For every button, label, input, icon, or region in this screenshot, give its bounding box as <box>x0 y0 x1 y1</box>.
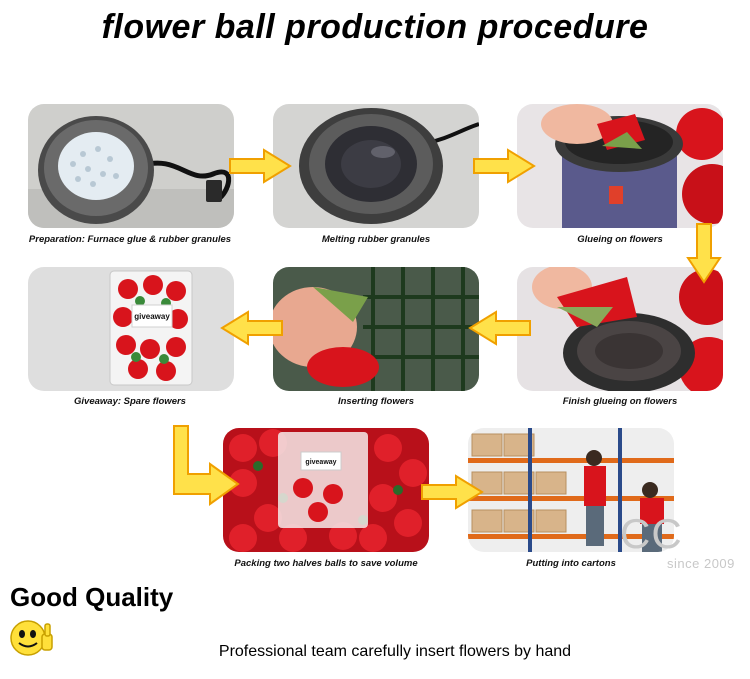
photo-melting <box>273 104 479 228</box>
arrow-elbow <box>173 425 240 506</box>
arrow-right-3 <box>421 474 484 510</box>
caption-cartons: Putting into cartons <box>526 558 616 569</box>
arrow-right-1 <box>229 148 292 184</box>
photo-packing: giveaway <box>223 428 429 552</box>
bag-label-2: giveaway <box>305 459 336 466</box>
photo-glueing <box>517 104 723 228</box>
caption-inserting: Inserting flowers <box>337 396 414 407</box>
arrow-down-1 <box>686 223 722 284</box>
caption-preparation: Preparation: Furnace glue & rubber granu… <box>28 234 232 245</box>
smiley-thumbs-up-icon <box>10 620 53 656</box>
caption-giveaway: Giveaway: Spare flowers <box>74 396 186 407</box>
photo-cartons <box>468 428 674 552</box>
photo-preparation <box>28 104 234 228</box>
caption-finish-glueing: Finish glueing on flowers <box>562 396 678 407</box>
arrow-left-1 <box>468 310 531 346</box>
caption-melting: Melting rubber granules <box>321 234 431 245</box>
page-title: flower ball production procedure <box>101 8 649 46</box>
quality-heading: Good Quality <box>10 582 174 612</box>
caption-glueing: Glueing on flowers <box>577 234 663 245</box>
arrow-left-2 <box>220 310 283 346</box>
photo-inserting <box>273 267 479 391</box>
caption-packing: Packing two halves balls to save volume <box>234 558 418 569</box>
watermark-brand: CC <box>620 510 683 557</box>
tagline: Professional team carefully insert flowe… <box>218 643 572 660</box>
photo-giveaway: giveaway <box>28 267 234 391</box>
arrow-right-2 <box>473 148 536 184</box>
watermark-since: since 2009 <box>667 556 735 571</box>
photo-finish-glueing <box>517 267 723 391</box>
bag-label: giveaway <box>134 312 170 321</box>
